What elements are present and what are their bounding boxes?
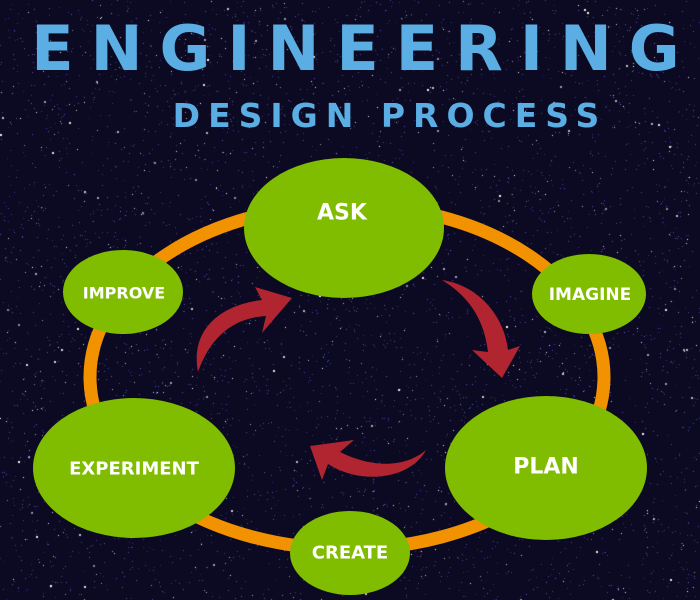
arrow-plan-to-experiment	[310, 440, 426, 480]
step-plan[interactable]: PLAN	[445, 396, 647, 540]
step-improve[interactable]: IMPROVE	[63, 250, 183, 334]
step-experiment[interactable]: EXPERIMENT	[33, 398, 235, 538]
step-create[interactable]: CREATE	[290, 511, 410, 595]
step-label: EXPERIMENT	[69, 459, 199, 480]
step-label: IMAGINE	[549, 285, 632, 305]
step-label: CREATE	[312, 543, 388, 564]
cycle-arrows	[196, 280, 520, 480]
step-label: PLAN	[513, 455, 579, 480]
arrow-ask-to-plan	[442, 280, 520, 378]
step-ask[interactable]: ASK	[244, 158, 444, 298]
main-title: ENGINEERING	[31, 12, 697, 85]
subtitle: DESIGN PROCESS	[172, 96, 608, 135]
step-imagine[interactable]: IMAGINE	[532, 254, 646, 334]
arrow-improve-to-ask	[196, 287, 292, 372]
step-label: IMPROVE	[83, 284, 165, 303]
step-label: ASK	[317, 201, 368, 226]
